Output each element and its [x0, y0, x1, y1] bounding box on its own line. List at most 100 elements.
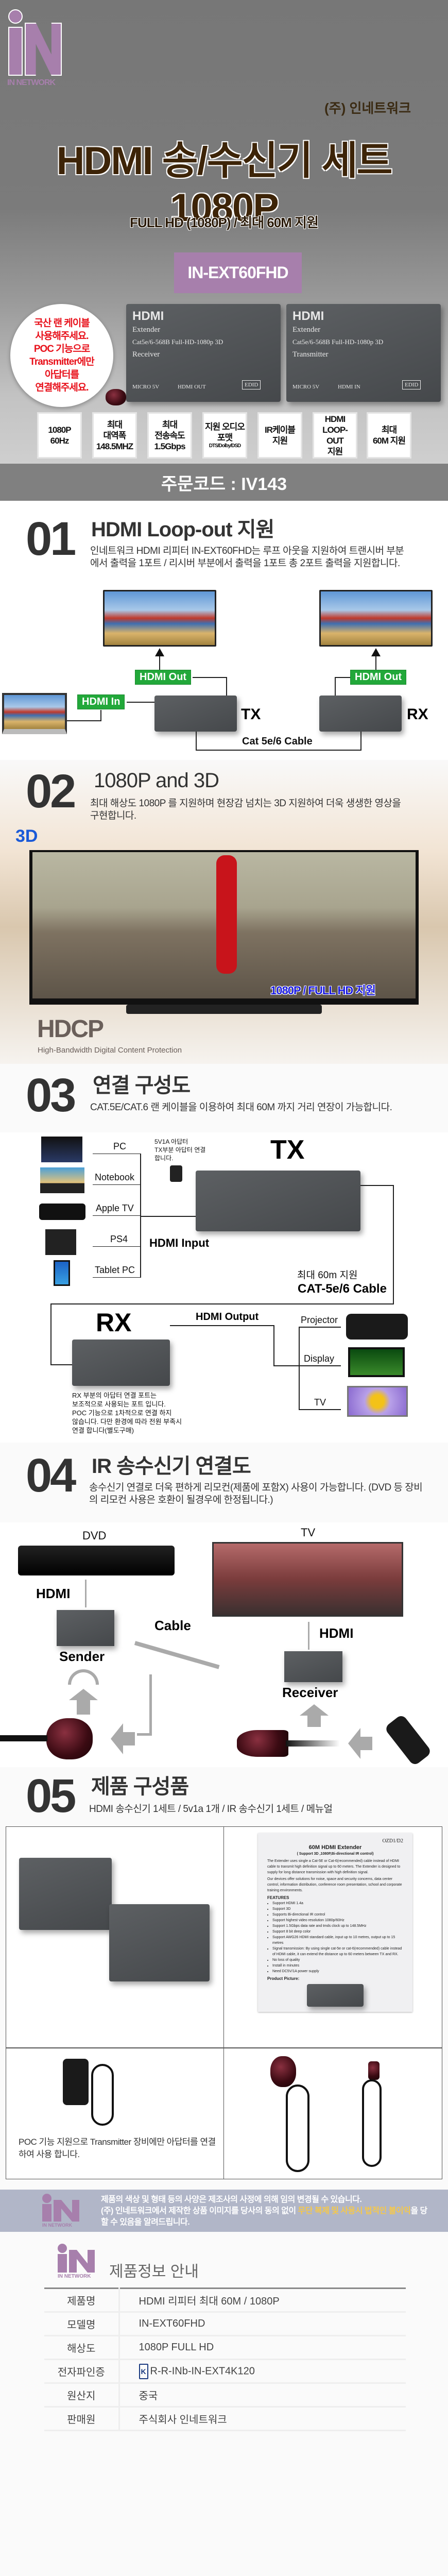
hdmi-label-right: HDMI: [319, 1625, 354, 1641]
hdmi-in-label: HDMI In: [77, 694, 125, 709]
pc-image: [41, 1137, 82, 1162]
section-body: CAT.5E/CAT.6 랜 케이블을 이용하여 최대 60M 까지 거리 연장…: [90, 1102, 392, 1113]
output-projector: Projector: [301, 1315, 338, 1325]
cable-label: CAT-5e/6 Cable: [298, 1282, 387, 1296]
model-badge: IN-EXT60FHD: [174, 252, 302, 293]
adapter-image: [63, 2059, 89, 2105]
sender-label: Sender: [59, 1649, 105, 1664]
source-notebook: Notebook: [95, 1172, 135, 1182]
full-hd-badge: 1080P / FULL HD 지원: [270, 984, 376, 997]
manual-image: OZD1/D2 60M HDMI Extender ( Support 3D ,…: [258, 1833, 412, 2012]
section-number: 02: [26, 765, 76, 818]
arrow-up-icon: [371, 648, 381, 656]
notice-logo: IN NETWORK: [42, 2194, 81, 2229]
section-title: 연결 구성도: [93, 1074, 191, 1097]
arrow-down-icon: [85, 1580, 87, 1607]
order-code-bar: 주문코드 : IV143: [0, 464, 448, 501]
apple-tv-image: [39, 1204, 85, 1220]
package-cell-adapter: POC 기능 지원으로 Transmitter 장비에만 아답터를 연결하여 사…: [6, 2048, 224, 2179]
section-body: HDMI 송수신기 1세트 / 5v1a 1개 / IR 송수신기 1세트 / …: [89, 1804, 333, 1815]
source-pc: PC: [113, 1141, 127, 1151]
hdcp-title: HDCP: [37, 1015, 104, 1043]
laptop-image: [2, 693, 67, 734]
section-number: 03: [26, 1069, 76, 1122]
ir-receiver-image: [106, 389, 126, 405]
cable-label: Cable: [154, 1618, 191, 1633]
source-tablet: Tablet PC: [95, 1265, 135, 1275]
output-tv: TV: [314, 1397, 326, 1408]
output-display: Display: [304, 1353, 335, 1364]
tv-image: [212, 1542, 403, 1617]
section-title: HDMI Loop-out 지원: [91, 518, 274, 541]
receiver-device-image: HDMI Extender Cat5e/6-568B Full-HD-1080p…: [126, 304, 281, 402]
receiver-label: Receiver: [282, 1685, 338, 1700]
tx-device-image: [154, 696, 237, 732]
tx-label: TX: [270, 1135, 305, 1165]
rx-label: RX: [407, 706, 428, 723]
hdmi-out-label: HDMI Out: [350, 670, 407, 685]
section-number: 05: [26, 1770, 76, 1822]
section-number: 01: [26, 513, 76, 565]
arrow-up-icon: [308, 1622, 309, 1650]
package-cell-devices: [6, 1826, 224, 2048]
brand-name: (주) 인네트워크: [324, 100, 411, 116]
display-image: [348, 1347, 405, 1377]
section-body: 최대 해상도 1080P 를 지원하며 현장감 넘치는 3D 지원하여 더욱 생…: [90, 798, 401, 821]
rx-device-image: [319, 696, 402, 732]
product-title: HDMI 송/수신기 세트 1080P: [56, 139, 392, 230]
product-detail-page: IN NETWORK (주) 인네트워크 HDMI 송/수신기 세트 1080P…: [0, 0, 448, 2468]
tx-device-image: [196, 1171, 360, 1231]
tv-label: TV: [301, 1526, 316, 1539]
hdmi-out-label: HDMI Out: [135, 670, 192, 685]
adapter-cable: [91, 2064, 114, 2126]
tv-stand: [126, 1005, 322, 1014]
sender-device-image: [57, 1610, 114, 1646]
arrow-left-icon: [348, 1728, 360, 1759]
notice-text: 제품의 색상 및 형태 등의 사양은 제조사의 사정에 의해 임의 변경될 수 …: [101, 2195, 427, 2227]
dvd-player-image: [18, 1546, 175, 1575]
projector-image: [346, 1314, 408, 1340]
section-body: 송수신기 연결로 더욱 편하게 리모컨(제품에 포함X) 사용이 가능합니다. …: [89, 1482, 423, 1505]
adapter-image: [170, 1165, 182, 1182]
arrow-up-icon: [300, 1704, 329, 1716]
tv-right: [319, 590, 433, 647]
in-network-logo: IN NETWORK: [6, 6, 63, 89]
adapter-note: POC 기능 지원으로 Transmitter 장비에만 아답터를 연결하여 사…: [19, 2137, 216, 2159]
notebook-image: [40, 1167, 84, 1193]
3d-label: 3D: [15, 826, 38, 846]
source-apple-tv: Apple TV: [96, 1203, 134, 1213]
section-title: IR 송수신기 연결도: [92, 1455, 251, 1478]
product-info-heading: 제품정보 안내: [109, 2263, 199, 2280]
ir-receiver-image: [237, 1730, 288, 1757]
rx-device-image: [72, 1340, 170, 1386]
ir-emitter-image: [46, 1718, 93, 1759]
tx-label: TX: [241, 706, 261, 723]
section-body: 인네트워크 HDMI 리피터 IN-EXT60FHD는 루프 아웃을 지원하여 …: [90, 546, 404, 569]
package-cell-ir-cables: [223, 2048, 442, 2179]
tv-image: [347, 1386, 408, 1417]
dvd-label: DVD: [82, 1529, 107, 1542]
cable-label: Cat 5e/6 Cable: [242, 736, 313, 747]
product-subtitle: FULL HD (1080P) / 최대 60M 지원: [130, 215, 319, 230]
dancer-image: [216, 855, 237, 974]
hdmi-output-label: HDMI Output: [196, 1311, 259, 1323]
receiver-device-image: [284, 1651, 342, 1682]
rx-label: RX: [96, 1308, 132, 1337]
section-title: 1080P and 3D: [94, 769, 219, 792]
tablet-image: [54, 1260, 70, 1286]
arrow-left-icon: [111, 1723, 123, 1754]
